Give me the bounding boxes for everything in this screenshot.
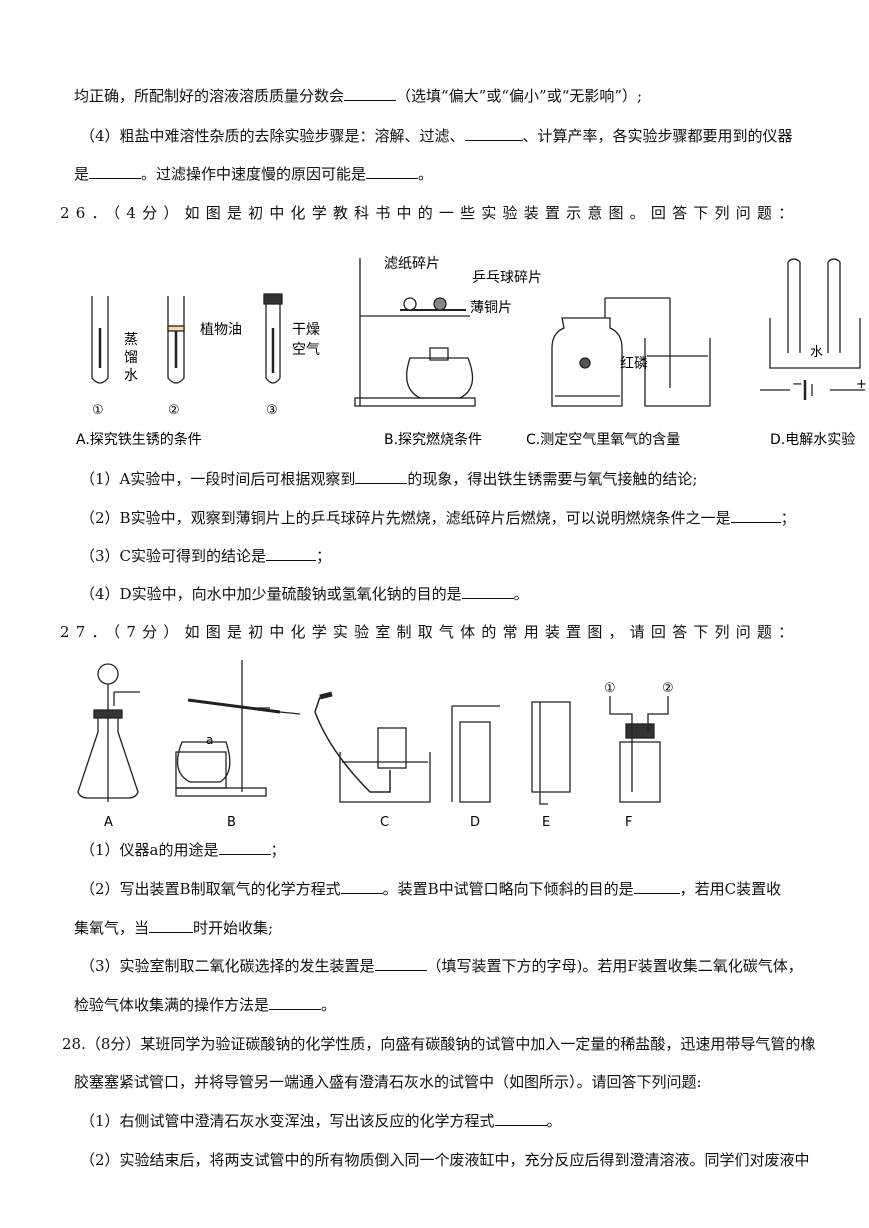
test-tube-1	[91, 296, 109, 384]
svg-text:水: 水	[810, 345, 823, 360]
tube-label-1: ①	[92, 403, 104, 418]
q27-sub3-cont: 检验气体收集满的操作方法是。	[74, 995, 337, 1014]
conical-flask	[77, 713, 139, 799]
q27-sub1: （1）仪器a的用途是；	[80, 840, 286, 859]
svg-text:植物油: 植物油	[200, 322, 242, 338]
alcohol-lamp	[176, 741, 231, 783]
gas-bottle-e	[531, 701, 571, 793]
apparatus-e: E	[542, 815, 550, 830]
q26-figure: ① ② ③ 蒸 馏 水 植物油 干燥 空气 滤纸碎片 乒乓球碎片 薄铜片 红磷 …	[76, 256, 867, 448]
caption-d: D.电解水实验	[770, 432, 855, 448]
svg-text:−: −	[792, 377, 803, 392]
answer-blank[interactable]	[494, 1111, 547, 1126]
q27-sub2-cont: 集氧气，当时开始收集;	[74, 918, 274, 937]
answer-blank[interactable]	[374, 956, 427, 971]
svg-text:干燥: 干燥	[292, 322, 320, 338]
q25-line2: （4）粗盐中难溶性杂质的去除实验步骤是：溶解、过滤、、计算产率，各实验步骤都要用…	[80, 126, 793, 145]
alcohol-lamp	[406, 357, 474, 399]
apparatus-c: C	[380, 815, 389, 830]
svg-text:滤纸碎片: 滤纸碎片	[384, 256, 440, 272]
answer-blank[interactable]	[344, 86, 397, 101]
water-trough	[769, 318, 861, 369]
answer-blank[interactable]	[269, 995, 322, 1010]
q26-sub3: （3）C实验可得到的结论是；	[80, 546, 332, 565]
caption-b: B.探究燃烧条件	[384, 431, 482, 448]
q28-line1: 28.（8分）某班同学为验证碳酸钠的化学性质，向盛有碳酸钠的试管中加入一定量的稀…	[62, 1035, 816, 1053]
funnel-bulb	[97, 663, 119, 685]
port-2: ②	[662, 681, 674, 696]
svg-text:水: 水	[124, 368, 138, 384]
test-tube-3	[265, 304, 281, 384]
svg-text:馏: 馏	[124, 350, 138, 366]
answer-blank[interactable]	[266, 546, 317, 561]
apparatus-d: D	[470, 815, 480, 830]
apparatus-f: F	[625, 815, 632, 830]
q26-heading: 26．（4分）如图是初中化学教科书中的一些实验装置示意图。回答下列问题：	[60, 204, 800, 222]
q25-line3: 是。过滤操作中速度慢的原因可能是。	[74, 164, 434, 183]
svg-text:蒸: 蒸	[124, 332, 138, 348]
answer-blank[interactable]	[366, 164, 419, 179]
caption-a: A.探究铁生锈的条件	[76, 431, 202, 448]
svg-text:薄铜片: 薄铜片	[470, 300, 512, 316]
svg-text:空气: 空气	[292, 342, 320, 358]
q27-sub2: （2）写出装置B制取氧气的化学方程式。装置B中试管口略向下倾斜的目的是，若用C装…	[80, 879, 782, 898]
answer-blank[interactable]	[464, 126, 523, 141]
q27-figure: a ① ② A B C D E F	[77, 660, 674, 830]
water-trough	[339, 752, 431, 803]
q26-sub4: （4）D实验中，向水中加少量硫酸钠或氢氧化钠的目的是。	[80, 584, 529, 603]
svg-text:+: +	[856, 377, 867, 392]
answer-blank[interactable]	[730, 508, 781, 523]
answer-blank[interactable]	[461, 584, 514, 599]
answer-blank[interactable]	[633, 879, 680, 894]
answer-blank[interactable]	[340, 879, 383, 894]
beaker	[644, 338, 711, 407]
tube-stopper	[263, 293, 283, 305]
tube-label-2: ②	[168, 403, 180, 418]
instrument-a-label: a	[206, 733, 213, 747]
port-1: ①	[604, 681, 616, 696]
q26-sub2: （2）B实验中，观察到薄铜片上的乒乓球碎片先燃烧，滤纸碎片后燃烧，可以说明燃烧条…	[80, 508, 796, 527]
q28-sub2: （2）实验结束后，将两支试管中的所有物质倒入同一个废液缸中，充分反应后得到澄清溶…	[80, 1151, 810, 1169]
q25-line1: 均正确，所配制好的溶液溶质质量分数会（选填“偏大”或“偏小”或“无影响”）;	[74, 86, 643, 105]
q26-sub1: （1）A实验中，一段时间后可根据观察到的现象，得出铁生锈需要与氧气接触的结论;	[80, 469, 698, 488]
apparatus-a: A	[104, 815, 113, 830]
gas-bottle-f	[619, 741, 661, 803]
caption-c: C.测定空气里氧气的含量	[526, 432, 680, 448]
answer-blank[interactable]	[149, 918, 194, 933]
gas-bottle	[551, 317, 623, 407]
q28-line2: 胶塞塞紧试管口，并将导管另一端通入盛有澄清石灰水的试管中（如图所示）。请回答下列…	[74, 1073, 702, 1091]
answer-blank[interactable]	[355, 469, 408, 484]
test-tube-2	[167, 296, 185, 384]
apparatus-b: B	[227, 815, 236, 830]
q27-heading: 27．（7分）如图是初中化学实验室制取气体的常用装置图，请回答下列问题：	[60, 623, 800, 641]
answer-blank[interactable]	[89, 164, 142, 179]
svg-text:红磷: 红磷	[620, 356, 648, 372]
q27-sub3: （3）实验室制取二氧化碳选择的发生装置是（填写装置下方的字母)。若用F装置收集二…	[80, 956, 803, 975]
tube-label-3: ③	[266, 403, 278, 418]
answer-blank[interactable]	[218, 840, 271, 855]
svg-text:乒乓球碎片: 乒乓球碎片	[472, 270, 542, 286]
q28-sub1: （1）右侧试管中澄清石灰水变浑浊，写出该反应的化学方程式。	[80, 1111, 562, 1130]
gas-bottle-d	[459, 721, 491, 803]
